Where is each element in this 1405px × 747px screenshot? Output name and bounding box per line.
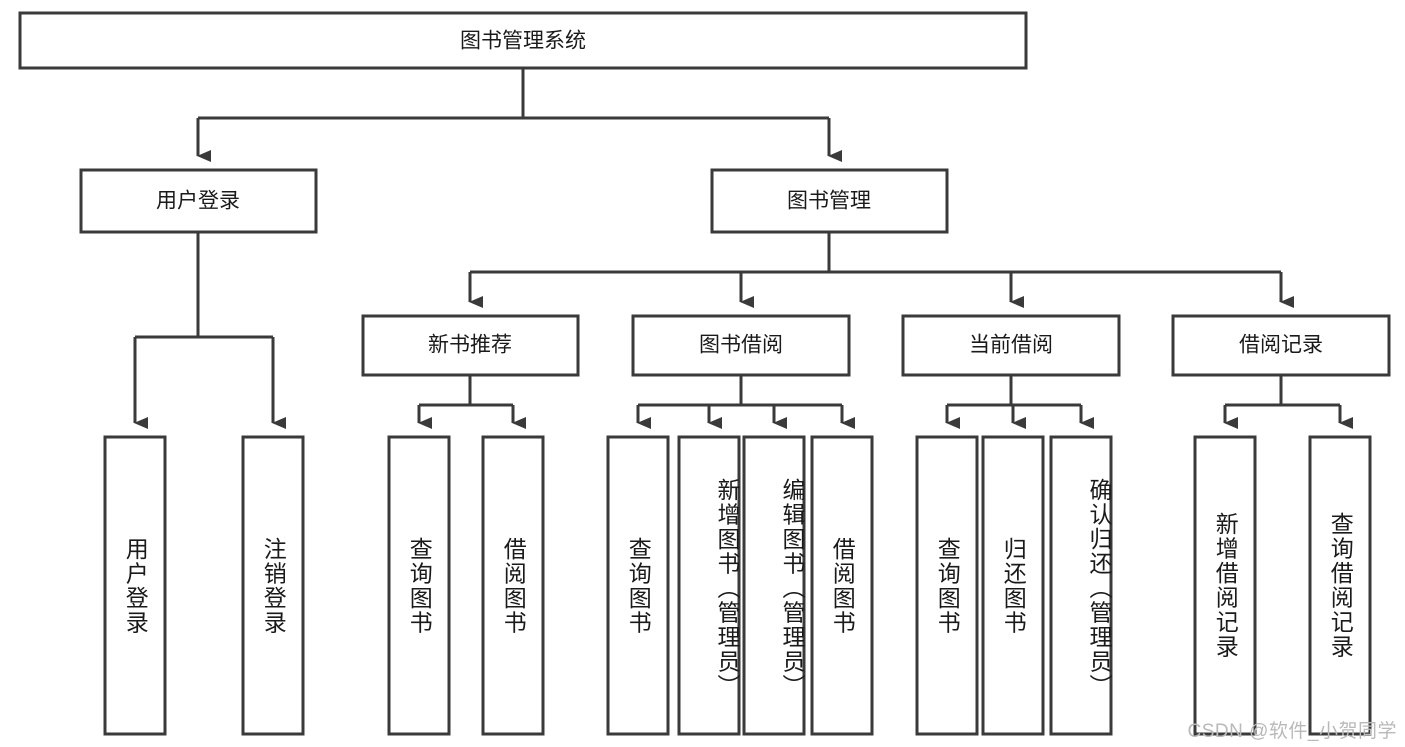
node-root-box[interactable] [18,11,1028,70]
leaf-box-book-borrow-1[interactable] [606,435,670,736]
leaf-box-book-borrow-2[interactable] [677,435,741,736]
leaf-box-new-book-1[interactable] [387,435,451,736]
node-book-borrow-box[interactable] [631,314,851,377]
leaf-box-current-borrow-3[interactable] [1049,435,1113,736]
node-current-borrow-label: 当前借阅 [969,334,1053,357]
leaf-box-current-borrow-1[interactable] [915,435,979,736]
node-borrow-record-label: 借阅记录 [1239,334,1323,357]
node-current-borrow-box[interactable] [901,314,1121,377]
node-new-book-label: 新书推荐 [428,334,512,357]
leaf-box-book-borrow-3[interactable] [742,435,806,736]
node-root-label: 图书管理系统 [460,30,586,53]
node-book-borrow-label: 图书借阅 [699,334,783,357]
leaf-box-user-login-2[interactable] [241,435,305,736]
watermark-text: CSDN @软件_小贺同学 [1187,721,1397,742]
node-book-manage-label: 图书管理 [787,190,871,213]
leaf-box-new-book-2[interactable] [481,435,545,736]
node-new-book-box[interactable] [361,314,580,377]
node-user-login-label: 用户登录 [156,190,240,213]
leaf-box-borrow-record-1[interactable] [1193,435,1257,736]
leaf-box-book-borrow-4[interactable] [810,435,874,736]
node-book-manage-box[interactable] [710,168,949,234]
leaf-box-borrow-record-2[interactable] [1308,435,1372,736]
leaf-box-user-login-1[interactable] [103,435,167,736]
leaf-box-current-borrow-2[interactable] [981,435,1045,736]
node-borrow-record-box[interactable] [1171,314,1391,377]
